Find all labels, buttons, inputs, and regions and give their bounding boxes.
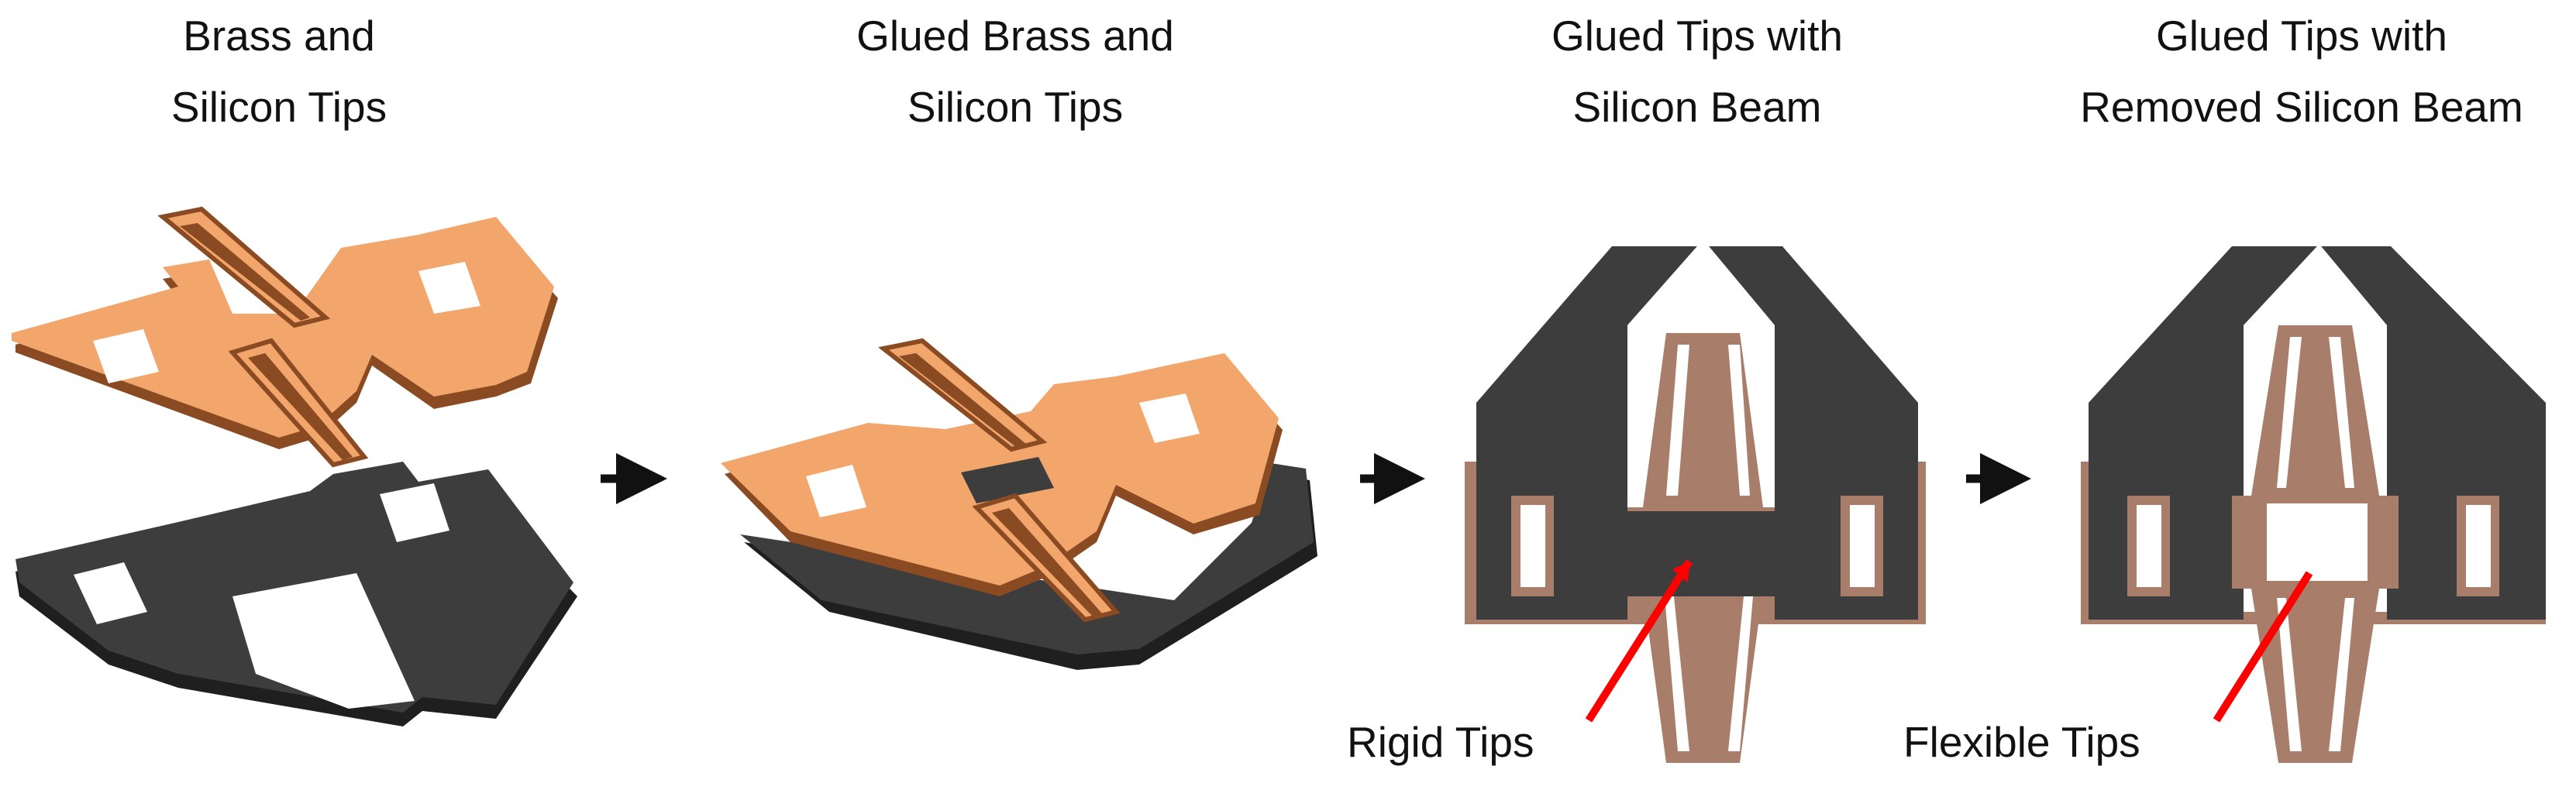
panel-1-silicon-layer — [15, 462, 577, 726]
rigid-tips-arrow — [1585, 559, 1693, 723]
panel-4-top-view — [2081, 246, 2546, 763]
panel-2-title-line-2: Silicon Tips — [907, 83, 1124, 131]
panel-2-title: Glued Brass and Silicon Tips — [814, 0, 1217, 143]
panel-3-title-line-1: Glued Tips with — [1551, 12, 1843, 60]
rigid-tips-label: Rigid Tips — [1347, 718, 1534, 766]
silicon-center-opening — [232, 573, 415, 709]
panel-4-title-line-2: Removed Silicon Beam — [2080, 83, 2523, 131]
brass-window-right — [418, 262, 480, 314]
panel-1-brass-layer — [12, 206, 558, 468]
panel-3-title: Glued Tips with Silicon Beam — [1496, 0, 1899, 143]
panel-1-title-line-1: Brass and — [183, 12, 375, 60]
panel-2-title-line-1: Glued Brass and — [856, 12, 1174, 60]
panel-4-title: Glued Tips with Removed Silicon Beam — [2030, 0, 2573, 143]
flexible-tips-arrow — [2213, 571, 2313, 723]
panel-3-title-line-2: Silicon Beam — [1572, 83, 1822, 131]
flexible-tips-label: Flexible Tips — [1903, 718, 2140, 766]
silicon-window-right — [380, 483, 449, 542]
silicon-beam — [1624, 511, 1779, 596]
brass-window-left — [93, 329, 159, 383]
panel-1-title-line-2: Silicon Tips — [170, 83, 387, 131]
panel-2-glued-stack — [721, 338, 1317, 670]
panel-1-title: Brass and Silicon Tips — [163, 0, 395, 143]
panel-4-title-line-1: Glued Tips with — [2155, 12, 2447, 60]
silicon-window-left — [74, 562, 147, 624]
panel-3-top-view — [1465, 246, 1926, 763]
